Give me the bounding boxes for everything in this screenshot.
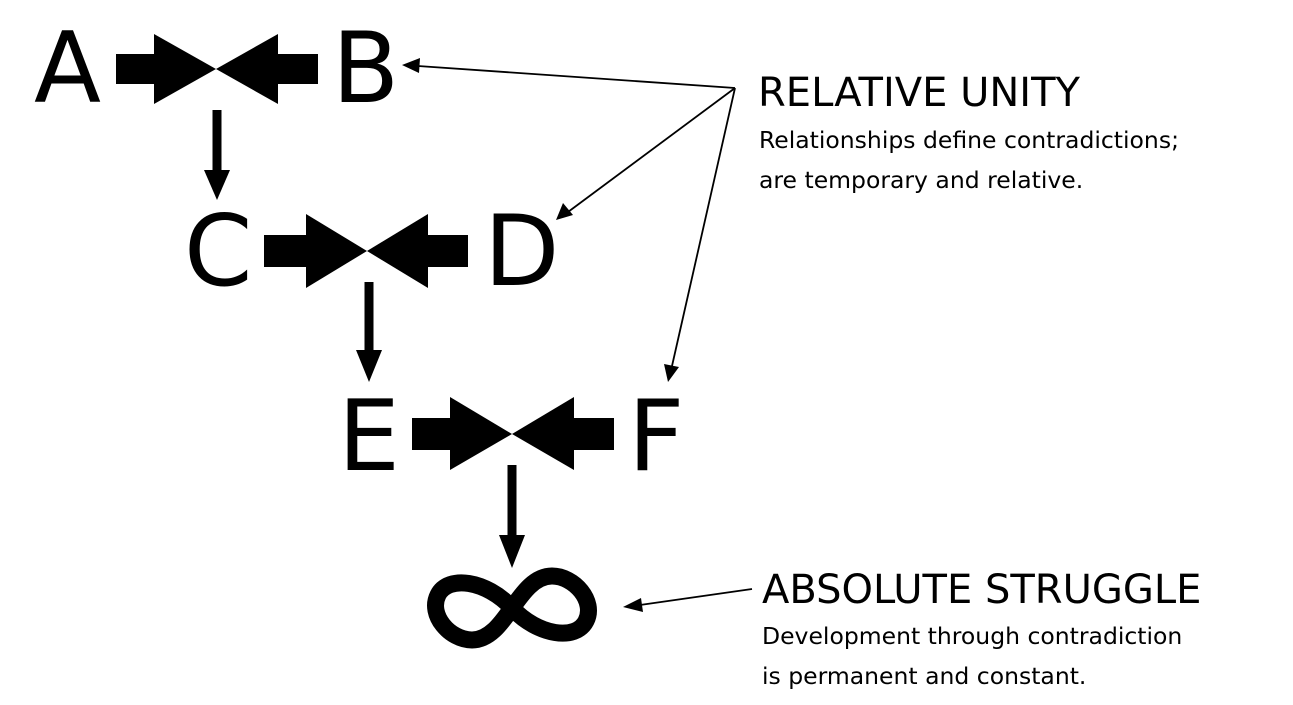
opposing-arrows-icon (412, 397, 614, 470)
relative-unity-desc-line1: Relationships define contradictions; (759, 126, 1179, 154)
down-arrow-icon (356, 282, 382, 382)
absolute-struggle-desc-line1: Development through contradiction (762, 622, 1182, 650)
down-arrow-icon (204, 110, 230, 200)
node-c: C (184, 195, 252, 309)
node-e: E (338, 380, 400, 494)
absolute-struggle-heading: ABSOLUTE STRUGGLE (762, 567, 1201, 613)
down-arrow-icon (499, 465, 525, 568)
pointer-arrow-to-f (664, 87, 736, 382)
relative-unity-desc-line2: are temporary and relative. (759, 166, 1083, 194)
node-b: B (332, 12, 399, 126)
relative-unity-heading: RELATIVE UNITY (758, 70, 1081, 116)
pointer-arrow-to-b (402, 58, 736, 89)
pointer-arrow-to-infinity (623, 588, 753, 612)
node-f: F (628, 380, 684, 494)
absolute-struggle-desc-line2: is permanent and constant. (762, 662, 1086, 690)
pointer-arrow-to-d (556, 87, 736, 220)
opposing-arrows-icon (116, 34, 318, 104)
infinity-icon (427, 567, 597, 649)
opposing-arrows-icon (264, 214, 468, 288)
node-a: A (34, 12, 101, 126)
node-d: D (484, 195, 559, 309)
